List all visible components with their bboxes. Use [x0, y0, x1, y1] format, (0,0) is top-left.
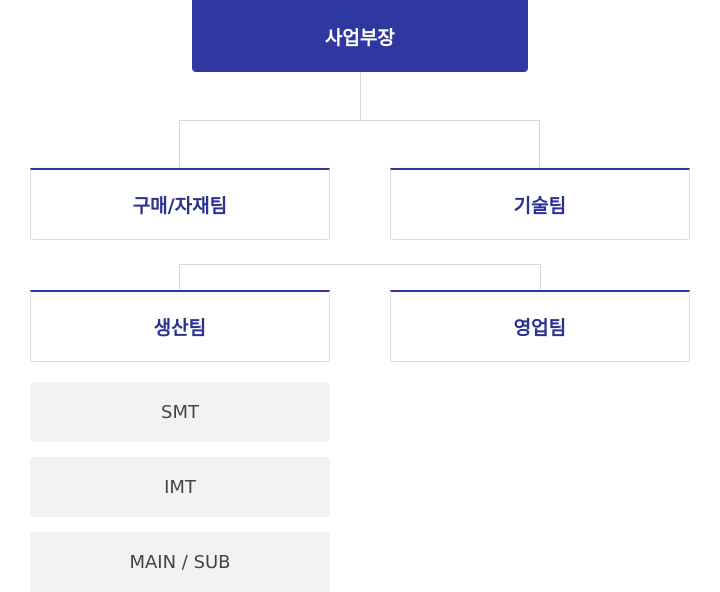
team-label-technology: 기술팀 [513, 195, 567, 217]
production-unit-label: SMT [161, 401, 199, 423]
connector-row2-left-drop [179, 264, 180, 290]
production-unit-main-sub: MAIN / SUB [30, 532, 330, 592]
head-box: 사업부장 [192, 0, 528, 72]
connector-row1-left-drop [179, 120, 180, 168]
production-unit-imt: IMT [30, 457, 330, 517]
team-label-purchasing: 구매/자재팀 [132, 195, 228, 217]
connector-row2-horizontal [179, 264, 541, 265]
team-box-production: 생산팀 [30, 290, 330, 362]
connector-row2-right-drop [540, 264, 541, 290]
team-box-purchasing: 구매/자재팀 [30, 168, 330, 240]
team-box-sales: 영업팀 [390, 290, 690, 362]
connector-head-down [360, 72, 361, 120]
production-unit-smt: SMT [30, 382, 330, 442]
production-unit-label: MAIN / SUB [129, 551, 231, 573]
connector-row1-horizontal [179, 120, 540, 121]
team-label-production: 생산팀 [153, 317, 207, 339]
team-label-sales: 영업팀 [513, 317, 567, 339]
head-label: 사업부장 [325, 26, 395, 49]
production-unit-label: IMT [164, 476, 196, 498]
team-box-technology: 기술팀 [390, 168, 690, 240]
connector-row1-right-drop [539, 120, 540, 168]
